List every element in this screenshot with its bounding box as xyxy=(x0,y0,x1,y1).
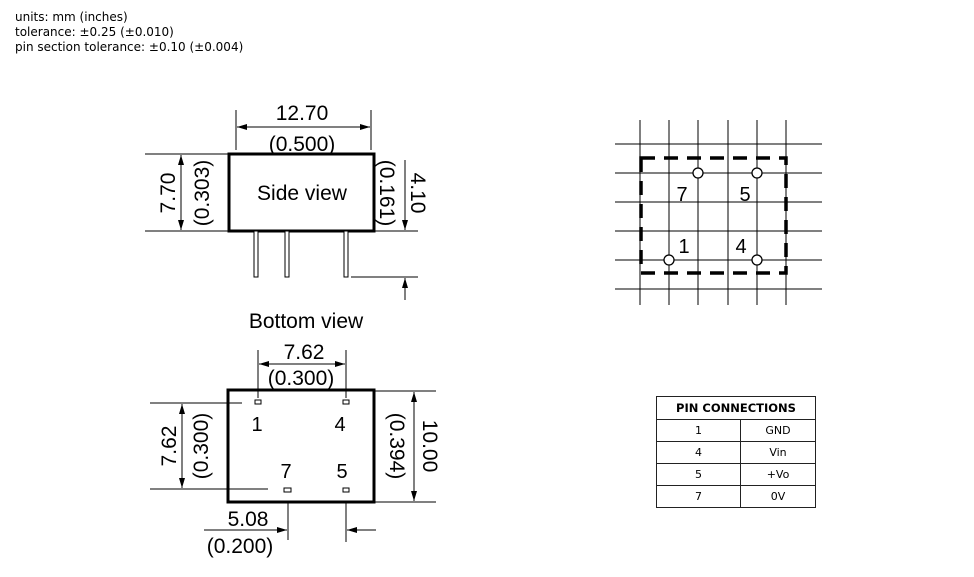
pin-pitch-in: (0.300) xyxy=(268,367,335,390)
notes: units: mm (inches) tolerance: ±0.25 (±0.… xyxy=(15,10,243,55)
bottom-pin-label: 7 xyxy=(280,461,291,483)
pin xyxy=(284,230,290,278)
pin-function: GND xyxy=(740,419,816,442)
pin-number: 5 xyxy=(656,463,741,486)
side-height-in: (0.303) xyxy=(191,160,214,227)
units-note: units: mm (inches) xyxy=(15,10,128,24)
side-view-label: Side view xyxy=(257,182,348,205)
grid-pin-label: 5 xyxy=(739,184,750,206)
grid-pin-label: 1 xyxy=(678,236,689,258)
bottom-view xyxy=(150,350,436,542)
row-spacing-mm: 7.62 xyxy=(158,426,181,467)
side-width-mm: 12.70 xyxy=(276,102,329,125)
pin-function: +Vo xyxy=(740,463,816,486)
body-height-in: (0.394) xyxy=(385,413,408,480)
footprint-outline xyxy=(639,156,788,275)
pin xyxy=(253,230,259,278)
pin-holes xyxy=(663,167,763,266)
pin-pad xyxy=(342,487,350,493)
pin-number: 1 xyxy=(656,419,741,442)
side-view-body xyxy=(227,152,376,233)
side-width-in: (0.500) xyxy=(269,133,336,156)
pin-length-in: (0.161) xyxy=(375,160,398,227)
pin-function: Vin xyxy=(740,441,816,464)
pin-number: 7 xyxy=(656,485,741,508)
tolerance-note: tolerance: ±0.25 (±0.010) xyxy=(15,25,174,39)
pin-pad xyxy=(283,487,292,493)
pin-pad xyxy=(342,399,350,405)
body-height-mm: 10.00 xyxy=(418,420,441,473)
side-height-mm: 7.70 xyxy=(157,173,180,214)
pin-length-mm: 4.10 xyxy=(406,173,429,214)
pin-offset-in: (0.200) xyxy=(207,535,274,558)
bottom-view-body xyxy=(226,388,376,504)
bottom-view-title: Bottom view xyxy=(249,310,364,333)
pin xyxy=(343,230,349,278)
pin-pad xyxy=(254,399,262,405)
pin-pitch-mm: 7.62 xyxy=(284,341,325,364)
pin-function: 0V xyxy=(740,485,816,508)
grid-pin-label: 7 xyxy=(676,184,687,206)
bottom-pin-label: 5 xyxy=(336,461,347,483)
grid-lines xyxy=(615,120,822,305)
row-spacing-in: (0.300) xyxy=(190,413,213,480)
pin-tolerance-note: pin section tolerance: ±0.10 (±0.004) xyxy=(15,40,244,54)
pin-number: 4 xyxy=(656,441,741,464)
pin-offset-mm: 5.08 xyxy=(228,508,269,531)
bottom-pin-label: 4 xyxy=(334,414,345,436)
table-title: PIN CONNECTIONS xyxy=(656,396,816,420)
pcb-grid-layout xyxy=(615,120,822,305)
side-view xyxy=(145,110,418,300)
table-row: 5+Vo xyxy=(656,463,816,486)
bottom-pin-label: 1 xyxy=(251,414,262,436)
grid-pin-label: 4 xyxy=(735,236,746,258)
